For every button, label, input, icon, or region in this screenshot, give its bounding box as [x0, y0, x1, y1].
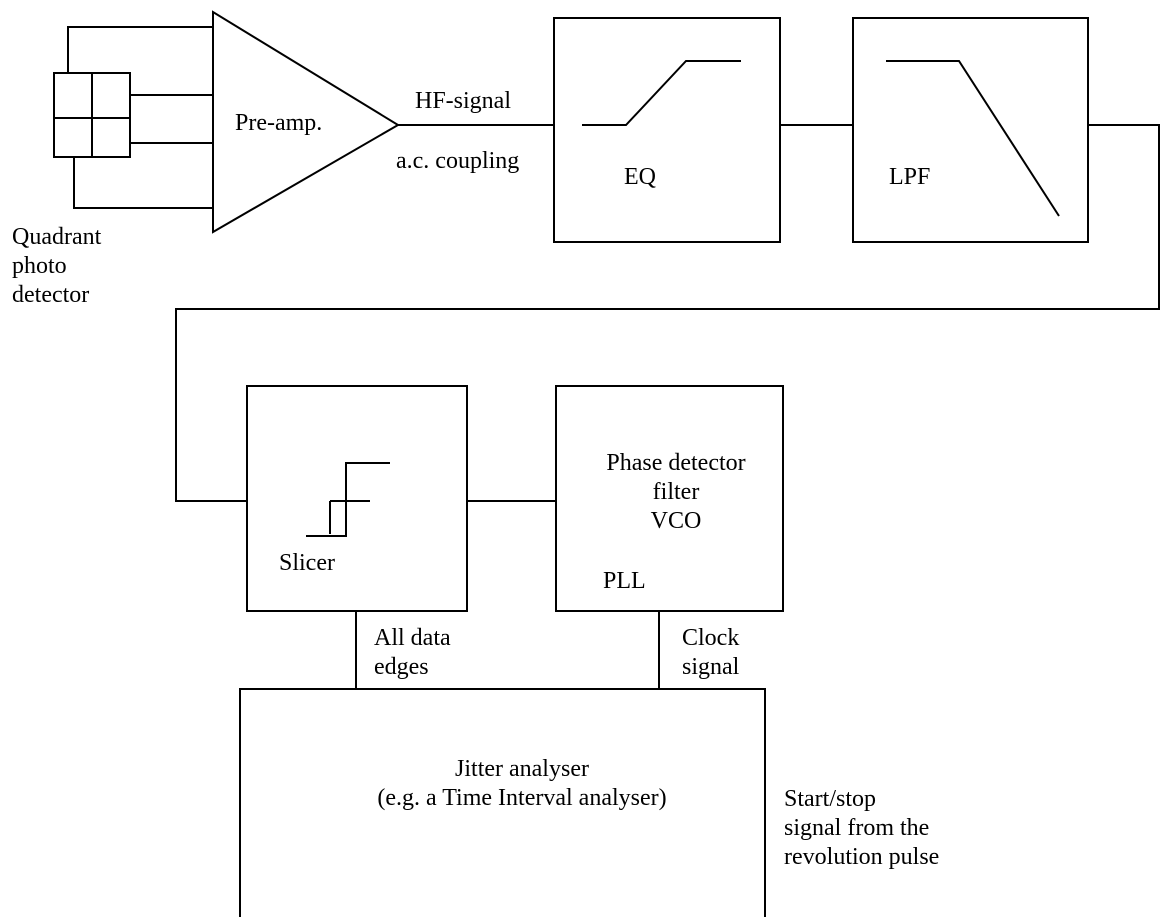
quadrant-photo-detector — [53, 72, 131, 158]
clock-signal-label-line-1: Clock — [682, 625, 740, 651]
wire-top-left-quadrant — [67, 26, 213, 73]
jitter-analyser-box — [239, 688, 766, 917]
detector-label-line-2: photo — [12, 253, 67, 279]
ac-coupling-label: a.c. coupling — [396, 148, 520, 174]
detector-label-line-3: detector — [12, 282, 90, 308]
preamp-triangle — [212, 10, 400, 234]
detector-label-line-1: Quadrant — [12, 224, 102, 250]
start-stop-label-line-1: Start/stop — [784, 786, 877, 812]
data-edges-label-line-2: edges — [374, 654, 429, 680]
lpf-block — [852, 17, 1089, 243]
start-stop-label-line-2: signal from the — [784, 815, 930, 841]
lpf-to-slicer-line — [175, 124, 1160, 502]
eq-block — [553, 17, 781, 243]
pll-function-line-1: Phase detector — [606, 450, 746, 476]
preamp-label: Pre-amp. — [235, 110, 323, 136]
pll-box — [555, 385, 784, 612]
pll-function-line-2: filter — [652, 479, 700, 505]
jitter-analyser-title: Jitter analyser — [455, 756, 589, 782]
data-edges-label-line-1: All data — [374, 625, 451, 651]
detector-to-preamp-wires — [67, 26, 213, 209]
lpf-box — [852, 17, 1089, 243]
hf-signal-label: HF-signal — [415, 88, 511, 114]
eq-label: EQ — [624, 164, 656, 190]
pll-function-line-3: VCO — [650, 508, 702, 534]
wire-bottom-left-quadrant — [73, 157, 213, 209]
jitter-analyser-subtitle: (e.g. a Time Interval analyser) — [377, 785, 667, 811]
clock-signal-label-line-2: signal — [682, 654, 740, 680]
lpf-label: LPF — [889, 164, 931, 190]
eq-response-curve — [582, 60, 741, 126]
slicer-hysteresis-upper — [306, 462, 390, 537]
eq-box — [553, 17, 781, 243]
lpf-response-curve — [886, 60, 1060, 217]
start-stop-label-line-3: revolution pulse — [784, 844, 940, 870]
slicer-label: Slicer — [279, 550, 335, 576]
pll-label: PLL — [603, 568, 646, 594]
